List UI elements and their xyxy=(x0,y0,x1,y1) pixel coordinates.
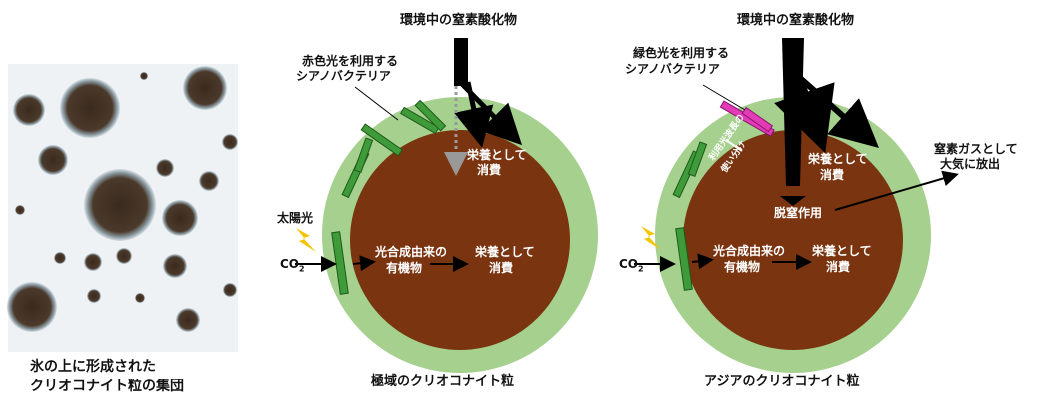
photo-caption-line1: 氷の上に形成された xyxy=(30,359,156,375)
asia-co2: CO xyxy=(619,257,639,271)
asia-consume1-line1: 栄養として xyxy=(808,152,868,166)
asia-core xyxy=(683,130,903,350)
polar-cyano-label-line2: シアノバクテリア xyxy=(296,69,391,83)
polar-consume1-line1: 栄養として xyxy=(467,148,527,162)
asia-consume1-line2: 消費 xyxy=(820,168,845,182)
asia-cyano-label-line2: シアノバクテリア xyxy=(625,62,720,76)
polar-sunlight-label: 太陽光 xyxy=(277,211,314,225)
asia-consume2-line2: 消費 xyxy=(826,260,851,274)
polar-consume2-line2: 消費 xyxy=(489,261,514,275)
asia-sun-icon xyxy=(641,226,661,250)
polar-consume2-line1: 栄養として xyxy=(475,245,535,259)
asia-gas-line2: 大気に放出 xyxy=(940,157,1001,171)
polar-cyano-label-line1: 赤色光を利用する xyxy=(302,54,399,68)
asia-denitrification: 脱窒作用 xyxy=(774,206,823,220)
polar-core xyxy=(350,130,570,350)
asia-consume2-line1: 栄養として xyxy=(812,244,872,258)
asia-cyano-label-line1: 緑色光を利用する xyxy=(633,46,730,60)
asia-organic-line1: 光合成由来の xyxy=(713,244,786,258)
cryoconite-holes xyxy=(7,66,238,332)
polar-caption: 極域のクリオコナイト粒 xyxy=(371,374,515,389)
polar-organic-line1: 光合成由来の xyxy=(375,245,448,259)
polar-top-label: 環境中の窒素酸化物 xyxy=(400,13,518,28)
photo-caption-line2: クリオコナイト粒の集団 xyxy=(30,379,184,394)
cryoconite-photo xyxy=(7,64,238,352)
polar-co2: CO xyxy=(280,257,300,271)
polar-co2-sub: 2 xyxy=(299,264,305,274)
asia-cyanobacteria-magenta xyxy=(719,100,775,137)
asia-organic-line2: 有機物 xyxy=(724,260,761,274)
polar-nitrogen-stem xyxy=(454,38,468,86)
asia-co2-label: CO2 xyxy=(619,257,644,276)
asia-gas-line1: 窒素ガスとして xyxy=(934,142,1018,156)
asia-co2-sub: 2 xyxy=(638,264,644,274)
asia-cyanobacteria-green xyxy=(672,141,708,291)
polar-co2-label: CO2 xyxy=(280,257,305,276)
polar-organic-line2: 有機物 xyxy=(386,261,423,275)
asia-caption: アジアのクリオコナイト粒 xyxy=(704,374,860,389)
asia-top-label: 環境中の窒素酸化物 xyxy=(737,13,855,28)
polar-consume1-line2: 消費 xyxy=(477,163,502,177)
polar-sun-icon xyxy=(296,228,316,252)
